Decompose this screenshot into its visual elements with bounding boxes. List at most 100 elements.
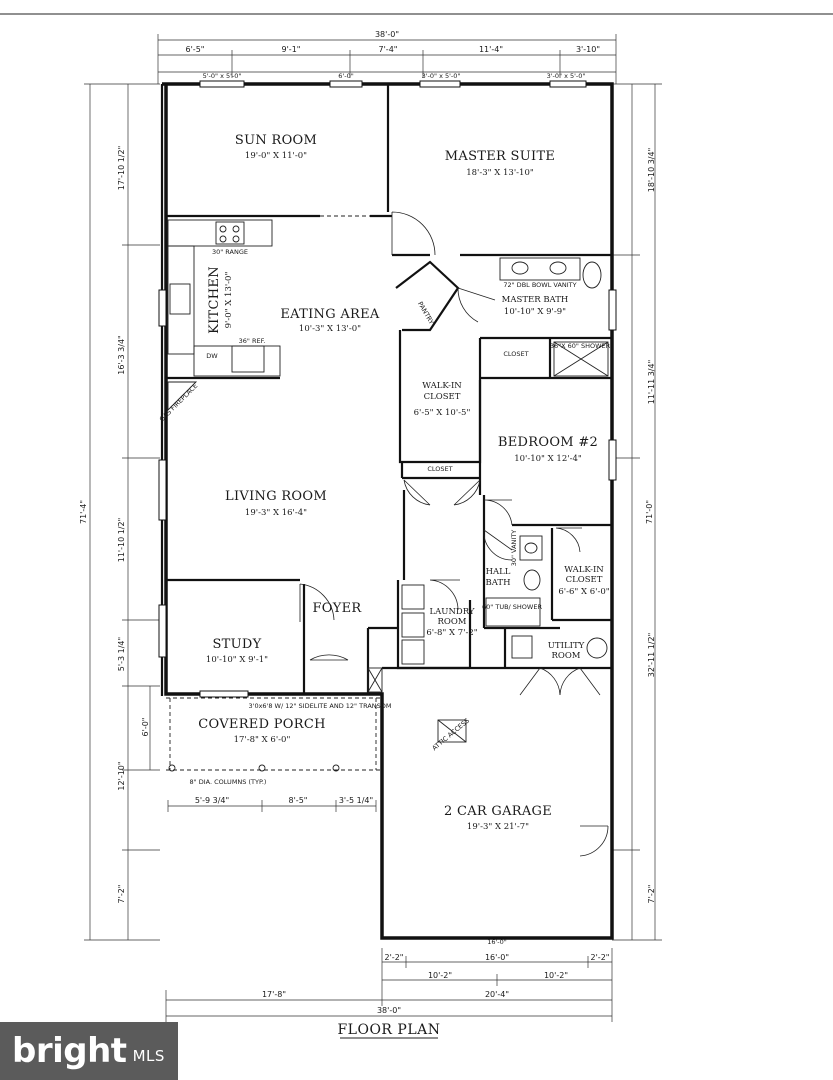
- svg-text:6'-8" X 7'-2": 6'-8" X 7'-2": [426, 628, 477, 638]
- interior-walls: [166, 84, 612, 694]
- svg-text:11'-4": 11'-4": [479, 45, 503, 54]
- bright-mls-watermark: bright MLS: [0, 1022, 178, 1080]
- svg-text:20'-4": 20'-4": [485, 990, 509, 999]
- svg-text:8'-5": 8'-5": [289, 796, 308, 805]
- covered-porch-label: COVERED PORCH: [198, 717, 325, 732]
- svg-text:38'-0": 38'-0": [377, 1006, 401, 1015]
- svg-text:19'-3" X 16'-4": 19'-3" X 16'-4": [245, 508, 307, 518]
- foyer-label: FOYER: [312, 601, 362, 616]
- eating-area-label: EATING AREA: [280, 307, 380, 322]
- brand-suffix: MLS: [132, 1047, 165, 1065]
- svg-text:CLOSET: CLOSET: [424, 392, 461, 402]
- walkin-closet-2-label: WALK-IN: [564, 565, 604, 575]
- svg-text:6'-5" X 10'-5": 6'-5" X 10'-5": [414, 408, 471, 418]
- right-dimensions: 71'-0" 18'-10 3/4" 11'-11 3/4" 32'-11 1/…: [612, 83, 662, 941]
- bedroom-2-label: BEDROOM #2: [498, 435, 598, 450]
- tub-icon: [485, 597, 541, 627]
- svg-text:16'-0": 16'-0": [487, 938, 507, 946]
- garage-label: 2 CAR GARAGE: [444, 804, 552, 819]
- svg-text:9'-1": 9'-1": [282, 45, 301, 54]
- hall-toilet-icon: [523, 569, 541, 591]
- svg-text:3'-5 1/4": 3'-5 1/4": [339, 796, 373, 805]
- svg-text:17'-10 1/2": 17'-10 1/2": [117, 146, 126, 191]
- svg-text:11'-10 1/2": 11'-10 1/2": [117, 518, 126, 563]
- svg-text:19'-0" X 11'-0": 19'-0" X 11'-0": [245, 151, 307, 161]
- svg-text:3'-0" x 5'-0": 3'-0" x 5'-0": [547, 72, 586, 80]
- svg-text:PANTRY: PANTRY: [416, 300, 435, 326]
- svg-text:36" REF.: 36" REF.: [239, 337, 266, 345]
- svg-text:32'-11 1/2": 32'-11 1/2": [647, 633, 656, 678]
- svg-text:5'-3 1/4": 5'-3 1/4": [117, 637, 126, 671]
- door-swings: [299, 211, 609, 857]
- svg-text:16'-3 3/4": 16'-3 3/4": [117, 335, 126, 374]
- svg-text:10'-10" X 9'-1": 10'-10" X 9'-1": [206, 655, 268, 665]
- svg-text:71'-0": 71'-0": [645, 500, 654, 524]
- svg-text:10'-2": 10'-2": [544, 971, 568, 980]
- svg-text:6'-0": 6'-0": [141, 718, 150, 737]
- svg-text:2'-2": 2'-2": [385, 953, 404, 962]
- svg-text:16'-0": 16'-0": [485, 953, 509, 962]
- svg-text:10'-2": 10'-2": [428, 971, 452, 980]
- brand-word: bright: [12, 1031, 127, 1071]
- svg-text:CLOSET: CLOSET: [427, 465, 452, 473]
- svg-text:6'-5": 6'-5": [186, 45, 205, 54]
- svg-text:18'-3" X 13'-10": 18'-3" X 13'-10": [466, 168, 534, 178]
- room-labels: SUN ROOM 19'-0" X 11'-0" MASTER SUITE 18…: [198, 133, 609, 832]
- exterior-walls: [160, 82, 614, 940]
- svg-text:ATTIC ACCESS: ATTIC ACCESS: [431, 717, 471, 753]
- left-dimensions: 71'-4" 17'-10 1/2" 16'-3 3/4" 11'-10 1/2…: [79, 83, 160, 941]
- fireplace-icon: [167, 381, 198, 412]
- svg-text:19'-3" X 21'-7": 19'-3" X 21'-7": [467, 822, 529, 832]
- svg-text:7'-4": 7'-4": [379, 45, 398, 54]
- range-icon: [215, 221, 245, 245]
- top-total-dim: 38'-0": [375, 30, 399, 39]
- floor-plan-title: FLOOR PLAN: [337, 1022, 440, 1038]
- svg-text:BATH: BATH: [485, 578, 510, 588]
- svg-text:2'-2": 2'-2": [591, 953, 610, 962]
- toilet-icon: [582, 261, 602, 289]
- utility-label: UTILITY: [548, 641, 585, 651]
- svg-text:71'-4": 71'-4": [79, 500, 88, 524]
- svg-text:60" TUB/ SHOWER: 60" TUB/ SHOWER: [482, 603, 542, 611]
- master-bath-label: MASTER BATH: [502, 295, 569, 305]
- living-room-label: LIVING ROOM: [225, 489, 327, 504]
- svg-text:3'-10": 3'-10": [576, 45, 600, 54]
- refrigerator-icon: [231, 345, 265, 373]
- laundry-label: LAUNDRY: [430, 607, 475, 617]
- svg-text:3'-0" x 5'-0": 3'-0" x 5'-0": [422, 72, 461, 80]
- svg-text:30" VANITY: 30" VANITY: [510, 530, 518, 567]
- attic-access-icon: [437, 719, 467, 743]
- top-dimensions: 38'-0" 6'-5" 9'-1" 7'-4" 11'-4" 3'-10" 5…: [157, 30, 617, 84]
- svg-text:CLOSET: CLOSET: [503, 350, 528, 358]
- svg-text:10'-10" X 9'-9": 10'-10" X 9'-9": [504, 307, 566, 317]
- svg-text:12'-10": 12'-10": [117, 761, 126, 790]
- svg-text:36"X 60" SHOWER: 36"X 60" SHOWER: [550, 342, 611, 350]
- svg-text:17'-8": 17'-8": [262, 990, 286, 999]
- svg-text:7'-2": 7'-2": [117, 885, 126, 904]
- svg-text:11'-11 3/4": 11'-11 3/4": [647, 360, 656, 405]
- svg-text:5'-0" x 5'-0": 5'-0" x 5'-0": [203, 72, 242, 80]
- walkin-closet-label: WALK-IN: [422, 381, 462, 391]
- svg-text:10'-10" X 12'-4": 10'-10" X 12'-4": [514, 454, 582, 464]
- svg-text:6'-6" X 6'-0": 6'-6" X 6'-0": [558, 587, 609, 597]
- svg-text:ROOM: ROOM: [551, 651, 580, 661]
- kitchen-label: KITCHEN: [207, 266, 222, 334]
- bottom-dimensions: 2'-2" 16'-0" 2'-2" 10'-2" 10'-2" 17'-8" …: [165, 938, 613, 1022]
- svg-text:3'0x6'8 W/ 12" SIDELITE AND 12: 3'0x6'8 W/ 12" SIDELITE AND 12" TRANSOM: [249, 702, 392, 710]
- fixtures: [167, 219, 609, 743]
- sink-icon: [169, 283, 191, 315]
- study-label: STUDY: [212, 637, 261, 652]
- svg-text:18'-10 3/4": 18'-10 3/4": [647, 148, 656, 193]
- svg-text:CLOSET: CLOSET: [566, 575, 603, 585]
- svg-text:ROOM: ROOM: [437, 617, 466, 627]
- windows: [158, 80, 617, 698]
- svg-text:10'-3" X 13'-0": 10'-3" X 13'-0": [299, 324, 361, 334]
- svg-text:GAS FIREPLACE: GAS FIREPLACE: [158, 382, 199, 423]
- svg-text:7'-2": 7'-2": [647, 885, 656, 904]
- svg-text:6'-0": 6'-0": [338, 72, 353, 80]
- svg-text:30" RANGE: 30" RANGE: [212, 248, 248, 256]
- water-heater-icon: [586, 637, 608, 659]
- svg-text:8" DIA. COLUMNS (TYP.): 8" DIA. COLUMNS (TYP.): [190, 778, 267, 786]
- svg-text:17'-8" X 6'-0": 17'-8" X 6'-0": [234, 735, 291, 745]
- svg-text:72" DBL BOWL VANITY: 72" DBL BOWL VANITY: [503, 281, 576, 289]
